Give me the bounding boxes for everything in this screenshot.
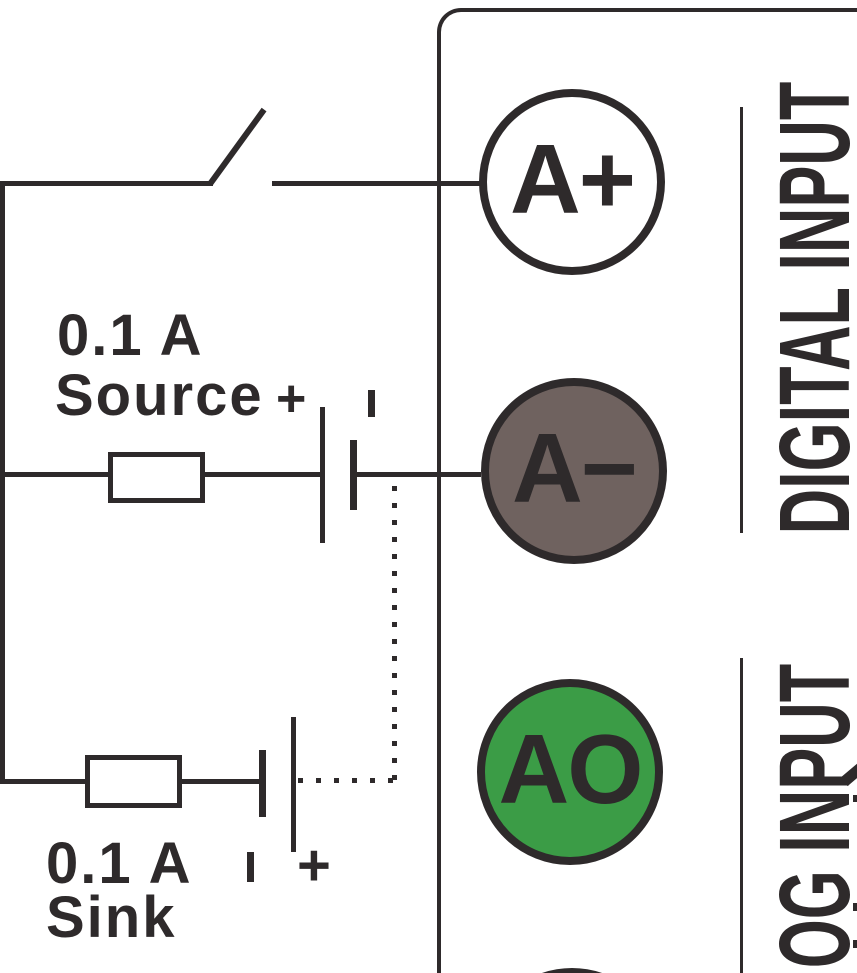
sink-battery-minus-mark xyxy=(247,852,254,882)
switch-wire-left xyxy=(0,181,213,186)
terminal-a-plus: A+ xyxy=(479,89,665,275)
terminal-a-minus: A− xyxy=(481,378,667,564)
source-battery-minus-mark xyxy=(368,390,375,417)
sink-label: Sink xyxy=(46,885,177,950)
switch-wire-right xyxy=(272,181,481,186)
sink-fuse xyxy=(85,755,182,808)
terminal-ao-label: AO xyxy=(498,714,644,824)
source-rating-label: 0.1 A xyxy=(57,303,204,368)
sink-wire-1 xyxy=(0,779,90,784)
cut-off-glyph-fragment xyxy=(853,795,857,802)
sink-wire-2 xyxy=(179,779,265,784)
sink-dotted-link-horizontal xyxy=(298,778,396,783)
switch-blade xyxy=(207,107,267,186)
source-wire-3 xyxy=(355,472,481,477)
terminal-a-plus-label: A+ xyxy=(509,124,636,234)
source-wire-1 xyxy=(0,472,112,477)
source-battery-plus-label: + xyxy=(276,370,307,428)
source-battery-negative-plate xyxy=(350,440,357,510)
cut-off-glyph-fragment xyxy=(853,940,857,948)
sink-dotted-link-vertical xyxy=(392,486,397,782)
sink-battery-positive-plate xyxy=(291,717,296,852)
analog-input-group-label: OG INPUT xyxy=(759,663,857,969)
digital-input-group-label: DIGITAL INPUT xyxy=(759,81,857,535)
analog-input-group-divider xyxy=(740,658,743,973)
source-wire-2 xyxy=(202,472,322,477)
sink-rating-label: 0.1 A xyxy=(46,831,193,896)
sink-battery-plus-label: + xyxy=(297,833,331,898)
source-fuse xyxy=(108,452,205,503)
sink-battery-negative-plate xyxy=(259,750,266,817)
source-label: Source xyxy=(55,363,264,428)
device-panel-outline xyxy=(437,8,857,973)
left-bus-wire xyxy=(0,181,5,784)
source-battery-positive-plate xyxy=(320,407,325,543)
terminal-a-minus-label: A− xyxy=(511,413,638,523)
digital-input-group-divider xyxy=(740,107,743,533)
cut-off-glyph-fragment xyxy=(853,903,857,911)
terminal-ao: AO xyxy=(477,679,663,865)
